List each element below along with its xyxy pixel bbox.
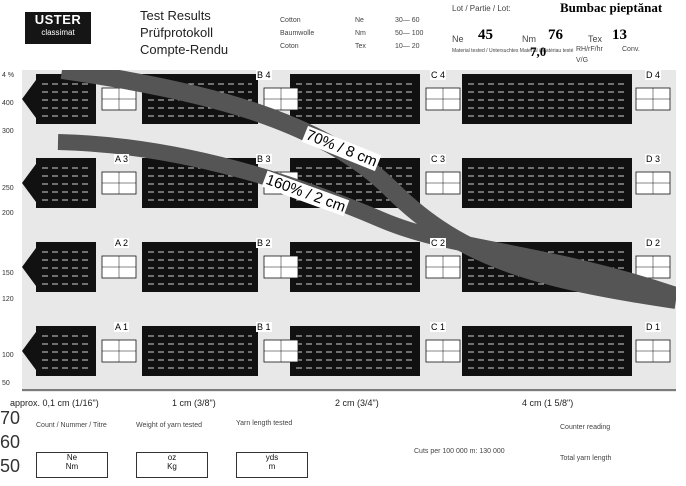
xlabel-0-1cm: approx. 0,1 cm (1/16") [10, 398, 99, 408]
footer-note-count: Count / Nummer / Titre [36, 422, 107, 429]
material-tested-value: 7,0 [530, 44, 547, 59]
side-number-70: 70 [0, 408, 21, 428]
tex-value: 13 [612, 27, 627, 43]
cell-b4: B 4 [256, 70, 272, 80]
cell-a3: A 3 [114, 154, 130, 164]
rh-label: RH/rF/hr [576, 46, 603, 53]
footer-note-weight: Weight of yarn tested [136, 422, 203, 429]
fiber-2-unit: Nm [355, 30, 366, 37]
box-length: yds m [236, 452, 308, 478]
footer-note-cuts: Cuts per 100 000 m: 130 000 [414, 448, 505, 455]
fiber-2-name: Baumwolle [280, 30, 315, 37]
title-fr: Compte-Rendu [140, 42, 229, 57]
cell-b3: B 3 [256, 154, 272, 164]
ytick-4pct: 4 % [2, 72, 15, 79]
fiber-3-range: 10— 20 [395, 43, 420, 50]
title-de: Prüfprotokoll [140, 25, 213, 40]
cell-d1: D 1 [645, 322, 662, 332]
ytick-400: 400 [2, 100, 14, 107]
xlabel-2cm: 2 cm (3/4") [335, 398, 379, 408]
box-weight: oz Kg [136, 452, 208, 478]
cell-c3: C 3 [430, 154, 447, 164]
material-tested-label: Material tested / Untersuchtes Material … [452, 48, 574, 54]
cell-d4: D 4 [645, 70, 662, 80]
cell-c2: C 2 [430, 238, 447, 248]
xlabel-4cm: 4 cm (1 5/8") [522, 398, 574, 408]
clearing-curve-70pct [60, 70, 676, 309]
fiber-3-unit: Tex [355, 43, 366, 50]
ytick-200: 200 [2, 210, 14, 217]
ytick-100: 100 [2, 352, 14, 359]
ytick-150: 150 [2, 270, 14, 277]
fiber-3-name: Coton [280, 43, 299, 50]
row-arrow [22, 80, 36, 118]
lot-value: Bumbac pieptănat [560, 0, 663, 15]
box-count: Ne Nm [36, 452, 108, 478]
footer-note-total: Total yarn length [560, 455, 612, 462]
side-number-60: 60 [0, 432, 21, 452]
row-arrow [22, 332, 36, 370]
cell-a2: A 2 [114, 238, 130, 248]
xlabel-1cm: 1 cm (3/8") [172, 398, 216, 408]
ytick-250: 250 [2, 185, 14, 192]
cell-b1: B 1 [256, 322, 272, 332]
cell-a1: A 1 [114, 322, 130, 332]
tex-label: Tex [588, 34, 603, 44]
fiber-2-range: 50— 100 [395, 30, 424, 37]
grid-block-r1c4 [462, 326, 632, 376]
cell-b2: B 2 [256, 238, 272, 248]
ne-label: Ne [452, 34, 464, 44]
ytick-120: 120 [2, 296, 14, 303]
clearing-curve-160pct [57, 134, 676, 303]
side-number-50: 50 [0, 456, 21, 476]
fiber-1-range: 30— 60 [395, 17, 420, 24]
ytick-300: 300 [2, 128, 14, 135]
cell-d3: D 3 [645, 154, 662, 164]
footer-note-length: Yarn length tested [236, 420, 293, 427]
nm-value: 76 [548, 27, 563, 43]
fiber-1-unit: Ne [355, 17, 364, 24]
cell-c1: C 1 [430, 322, 447, 332]
cell-d2: D 2 [645, 238, 662, 248]
footer-note-counter: Counter reading [560, 424, 611, 431]
row-arrow [22, 164, 36, 202]
grid-block-r3c4 [462, 158, 632, 208]
speed-label: V/G [576, 57, 589, 64]
title-en: Test Results [140, 8, 211, 23]
fiber-1-name: Cotton [280, 17, 301, 24]
conv-label: Conv. [622, 46, 640, 53]
cell-c4: C 4 [430, 70, 447, 80]
uster-logo: USTER classimat [25, 12, 91, 44]
row-arrow [22, 248, 36, 286]
ne-value: 45 [478, 27, 493, 43]
nm-label: Nm [522, 34, 536, 44]
ytick-50: 50 [2, 380, 10, 387]
lot-label: Lot / Partie / Lot: [452, 4, 511, 13]
classimat-grid [22, 70, 676, 392]
grid-block-r4c4 [462, 74, 632, 124]
